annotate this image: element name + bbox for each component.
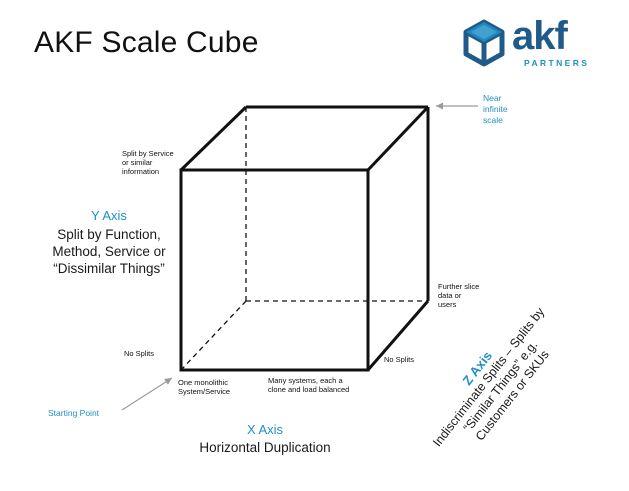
- further-slice-label: Further slice data or users: [438, 282, 479, 309]
- x-axis-text: Horizontal Duplication: [199, 440, 331, 455]
- scale-cube-diagram: [121, 102, 478, 411]
- one-monolithic-line: One monolithic: [178, 378, 229, 387]
- near-infinite-line: infinite: [483, 104, 508, 114]
- y-axis-line: Method, Service or: [52, 244, 166, 259]
- cube-top-left-depth-edge: [179, 105, 248, 172]
- cube-front-face: [179, 168, 370, 372]
- further-slice-line: data or: [438, 291, 462, 300]
- logo-subtext: PARTNERS: [524, 58, 590, 68]
- no-splits-left-label: No Splits: [124, 349, 155, 358]
- cube-bottom-right-depth-edge: [366, 300, 430, 371]
- y-axis-heading: Y Axis: [91, 208, 127, 223]
- many-systems-label: Many systems, each a clone and load bala…: [268, 376, 349, 394]
- split-by-service-line: or similar: [122, 158, 153, 167]
- near-infinite-line: scale: [483, 115, 503, 125]
- page-title: AKF Scale Cube: [34, 26, 259, 59]
- one-monolithic-label: One monolithic System/Service: [178, 378, 230, 396]
- cube-top-right-depth-edge: [366, 105, 430, 172]
- further-slice-line: Further slice: [438, 282, 480, 291]
- cube-logo-icon: [463, 19, 505, 67]
- no-splits-right-label: No Splits: [384, 355, 415, 364]
- cube-hidden-depth-edge: [180, 300, 247, 371]
- y-axis-line: “Dissimilar Things”: [53, 261, 165, 276]
- starting-point-arrow: [121, 377, 173, 411]
- many-systems-line: clone and load balanced: [268, 385, 350, 394]
- many-systems-line: Many systems, each a: [268, 376, 343, 385]
- y-axis-line: Split by Function,: [57, 227, 161, 242]
- logo-wordmark: akf: [512, 14, 568, 58]
- further-slice-line: users: [438, 300, 457, 309]
- near-infinite-line: Near: [483, 93, 502, 103]
- split-by-service-line: Split by Service: [122, 149, 174, 158]
- split-by-service-line: information: [122, 167, 160, 176]
- near-infinite-label: Near infinite scale: [483, 93, 508, 126]
- x-axis-block: X Axis Horizontal Duplication: [180, 422, 350, 456]
- split-by-service-label: Split by Service or similar information: [122, 149, 174, 176]
- akf-logo: akf PARTNERS: [462, 14, 612, 83]
- x-axis-heading: X Axis: [246, 422, 284, 437]
- one-monolithic-line: System/Service: [178, 387, 231, 396]
- y-axis-block: Y Axis Split by Function, Method, Servic…: [34, 208, 184, 277]
- starting-point-label: Starting Point: [48, 408, 100, 418]
